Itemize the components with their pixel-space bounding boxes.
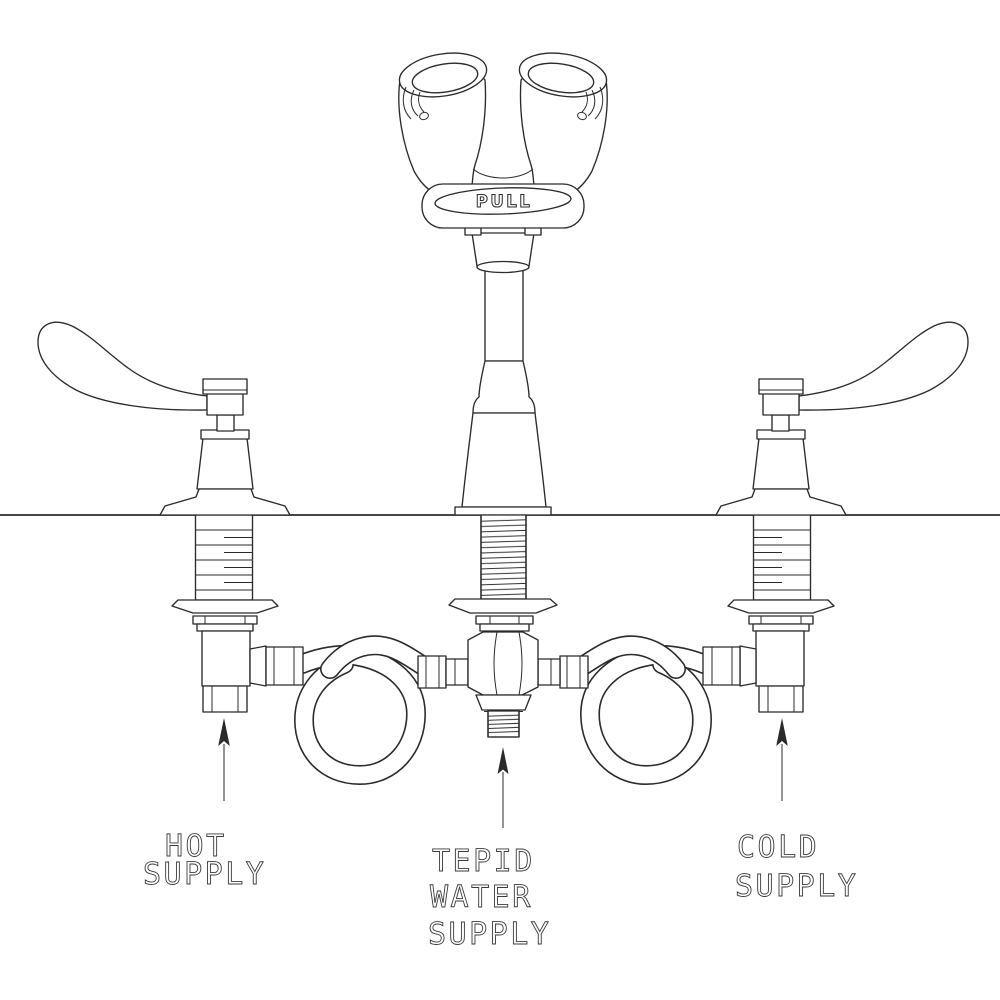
- riser-lower-cone: [461, 412, 547, 508]
- tee-port-right: [537, 658, 561, 686]
- tepid-label-line2: WATER: [430, 880, 533, 915]
- riser-base-plate: [454, 506, 552, 516]
- hot-label-line2: SUPPLY: [143, 857, 266, 892]
- cold-side-assembly: [560, 322, 968, 801]
- riser-upper-bonnet: [472, 360, 536, 414]
- cold-label-line1: COLD: [737, 830, 819, 865]
- tee-hex-body: [467, 631, 539, 696]
- center-shank-threads: [481, 517, 526, 597]
- center-mounting-washer: [448, 598, 558, 614]
- riser-stem: [484, 268, 524, 362]
- pull-handle-face: [434, 187, 572, 215]
- tee-port-left: [445, 658, 469, 686]
- cold-label-line2: SUPPLY: [735, 869, 858, 904]
- tee-outlet-shoulder: [475, 694, 532, 711]
- tepid-label-line1: TEPID: [432, 844, 535, 879]
- tepid-label-line3: SUPPLY: [428, 917, 551, 952]
- riser-collar-rim: [476, 260, 530, 274]
- eyewash-head-group: PULL: [395, 46, 611, 236]
- tee-outlet-nipple: [487, 710, 520, 738]
- center-riser: [454, 232, 552, 516]
- pull-label: PULL: [476, 192, 533, 211]
- label-cold-supply: COLD SUPPLY: [735, 830, 858, 905]
- tepid-supply-arrow: [497, 747, 509, 828]
- hot-label-line1: HOT: [165, 829, 227, 864]
- label-hot-supply: HOT SUPPLY: [143, 829, 266, 893]
- center-shank-assembly: [448, 514, 558, 632]
- center-lock-ring-1: [475, 615, 534, 625]
- center-lock-ring-2: [479, 623, 530, 632]
- mixing-tee: [445, 631, 561, 738]
- head-saddle: [472, 168, 534, 179]
- hot-side-assembly: [38, 322, 446, 801]
- label-tepid-water-supply: TEPID WATER SUPPLY: [428, 844, 551, 953]
